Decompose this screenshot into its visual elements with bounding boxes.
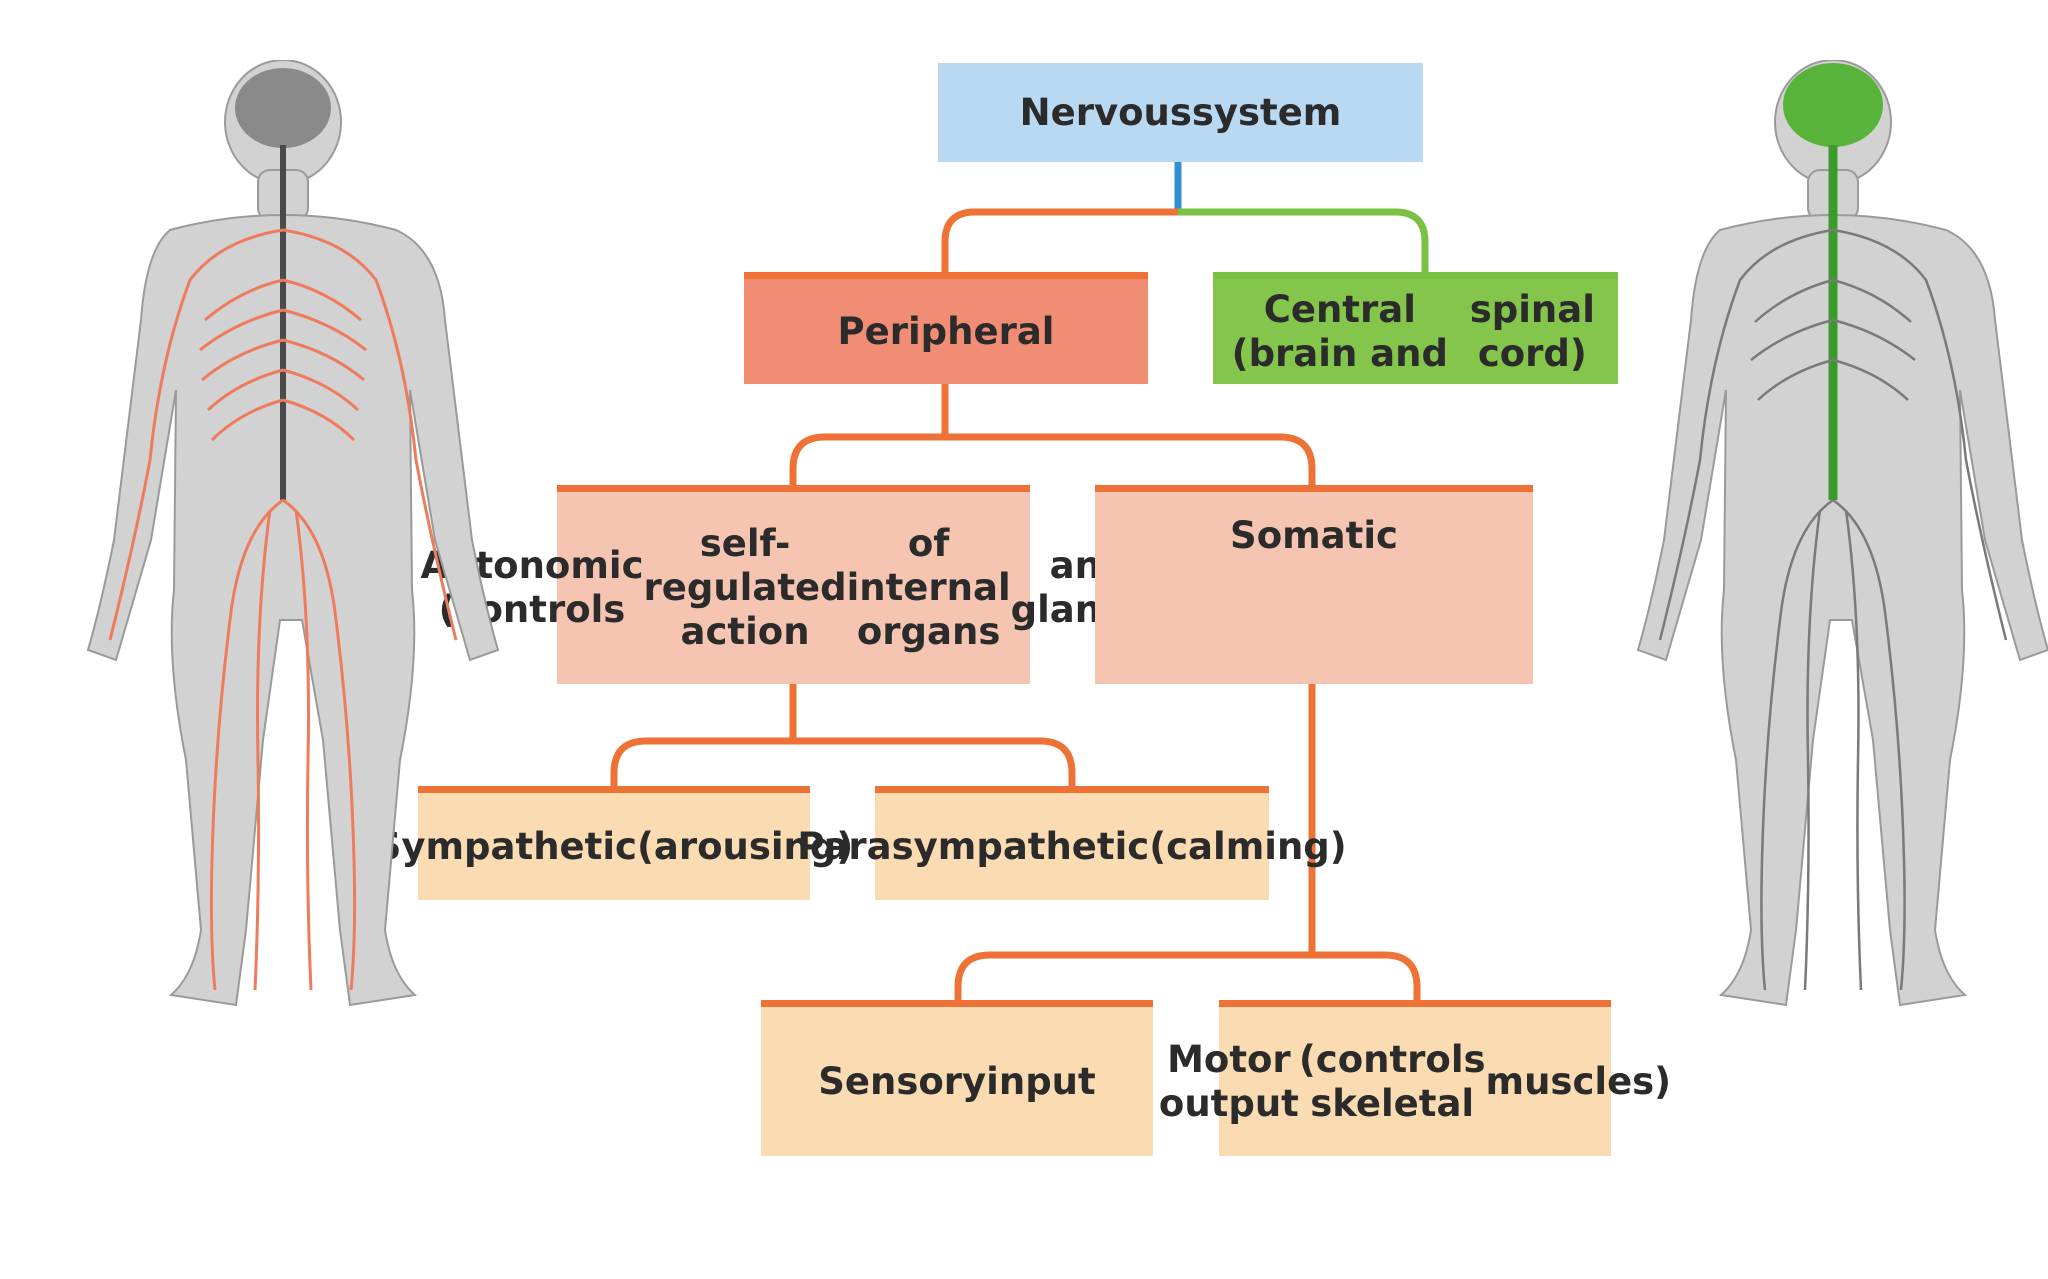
node-label-line: Central (brain and	[1231, 287, 1448, 375]
node-label-line: input	[986, 1059, 1096, 1103]
node-label-line: Somatic	[1230, 514, 1398, 557]
node-label-line: self-regulated action	[643, 522, 847, 653]
connector-autonomic-to-sympathetic	[610, 737, 793, 790]
node-label-line: Sympathetic	[374, 824, 637, 868]
node-label-line: Peripheral	[837, 309, 1055, 353]
node-label-line: muscles)	[1485, 1059, 1672, 1103]
human-body-central-nerves-icon	[1636, 60, 2048, 1007]
connector-somatic-to-sensory	[954, 951, 1312, 1004]
connector-nervous-to-peripheral	[941, 208, 1178, 272]
node-label-line: (controls skeletal	[1298, 1037, 1486, 1125]
connector-peripheral-to-autonomic	[789, 433, 945, 489]
node-parasympathetic: Parasympathetic(calming)	[797, 786, 1347, 900]
node-label-line: system	[1191, 90, 1342, 134]
node-label-line: Nervous	[1019, 90, 1192, 134]
node-label-line: Motor output	[1158, 1037, 1299, 1125]
node-somatic: Somatic	[1095, 485, 1533, 684]
node-label-line: Parasympathetic	[797, 824, 1150, 868]
node-label-line: (arousing)	[636, 824, 854, 868]
connector-peripheral-to-somatic	[945, 433, 1316, 489]
node-label-line: Sensory	[818, 1059, 987, 1103]
human-body-peripheral-nerves-icon	[86, 60, 500, 1007]
connector-autonomic-to-parasympathetic	[793, 737, 1076, 790]
node-label-line: spinal cord)	[1469, 287, 1595, 375]
node-label-line: (calming)	[1149, 824, 1347, 868]
node-peripheral: Peripheral	[744, 272, 1148, 384]
connector-nervous-to-central	[1178, 208, 1429, 272]
node-label-line: of internal organs	[846, 522, 1011, 653]
node-sympathetic: Sympathetic(arousing)	[375, 786, 853, 900]
connector-somatic-to-motor	[1312, 951, 1421, 1004]
